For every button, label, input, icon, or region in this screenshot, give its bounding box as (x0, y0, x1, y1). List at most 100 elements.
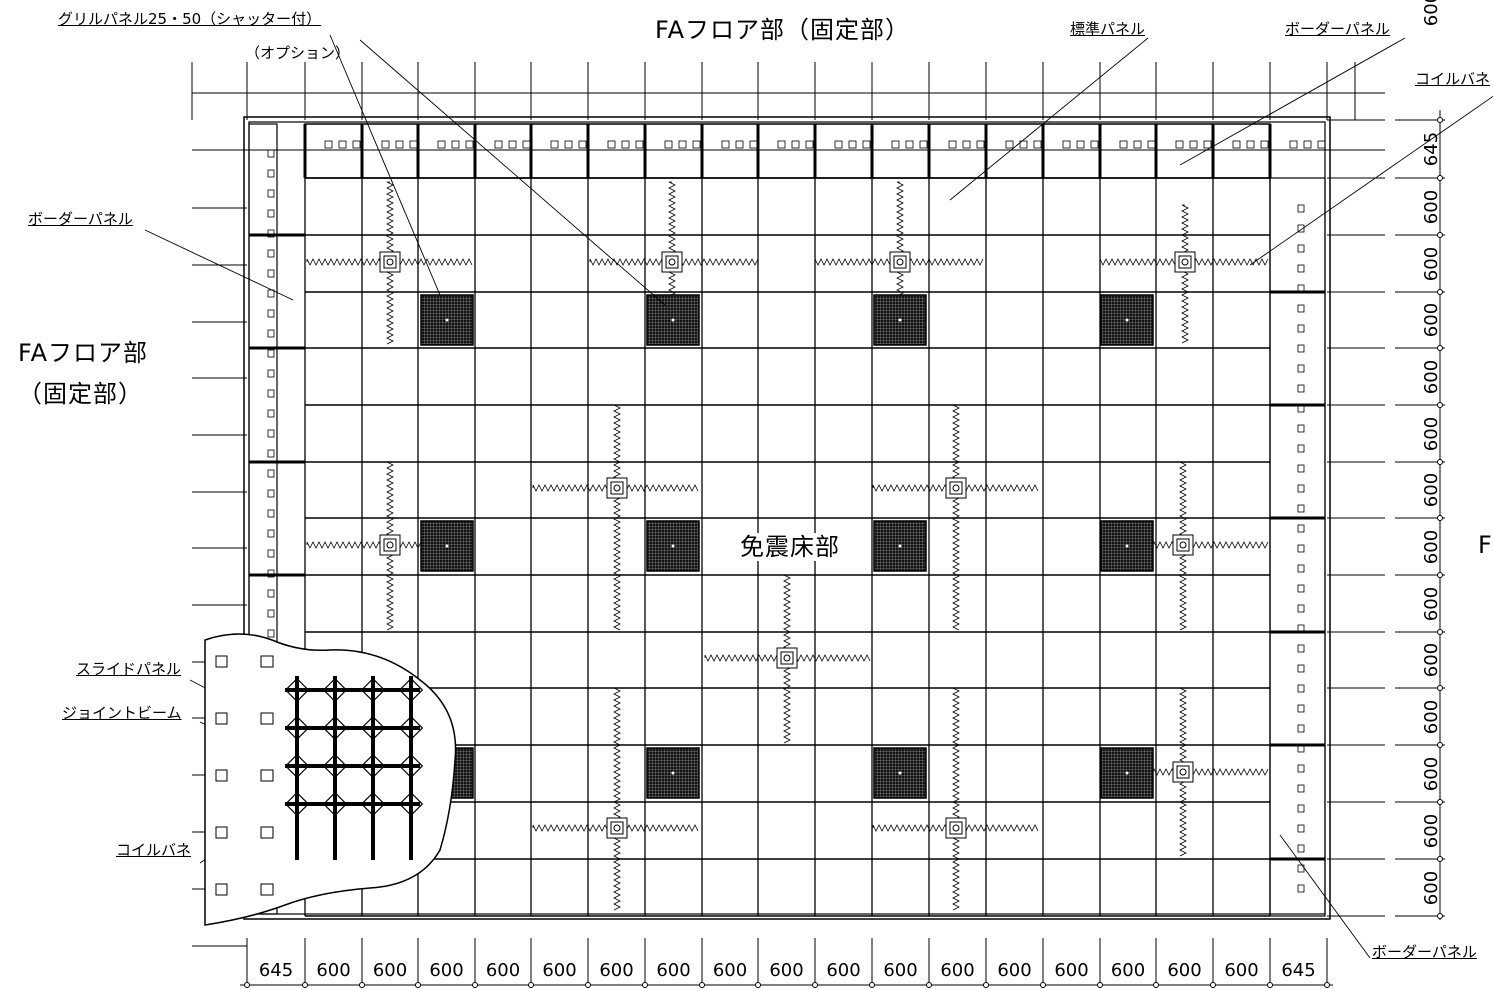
connector-mark (1246, 140, 1255, 149)
spring-node (1179, 541, 1187, 549)
spring-node (1178, 255, 1192, 269)
connector-mark (834, 140, 843, 149)
connector-mark (267, 269, 275, 278)
bottom-dimension-value: 600 (372, 960, 408, 981)
bottom-dimension-value: 600 (1224, 960, 1259, 981)
right-dimension-value: 600 (1421, 302, 1442, 338)
border-panel-top-label: ボーダーパネル (1285, 20, 1390, 38)
connector-mark (1203, 140, 1212, 149)
connector-mark (267, 429, 275, 438)
joint-beam-label: ジョイントビーム (62, 704, 182, 722)
right-dimension-value: 600 (1421, 416, 1442, 451)
dim-node (1210, 982, 1216, 988)
dim-node (359, 982, 365, 988)
dim-node (1437, 459, 1443, 465)
dim-node (528, 982, 534, 988)
outer-frame (243, 116, 1331, 920)
joint-node (398, 677, 424, 703)
spring-node (893, 255, 907, 269)
top-title: FAフロア部（固定部） (655, 16, 911, 44)
right-dimension-value: 600 (1421, 0, 1442, 27)
right-fa-label: F (1478, 531, 1493, 559)
connector-mark (1076, 140, 1085, 149)
spring-node (949, 821, 963, 835)
anchor-mark (215, 826, 228, 839)
leader-line (949, 37, 1149, 201)
dim-node (1437, 515, 1443, 521)
connector-mark (749, 140, 758, 149)
spring-node (665, 255, 679, 269)
spring-node (613, 824, 621, 832)
connector-mark (1297, 324, 1305, 333)
connector-mark (621, 140, 630, 149)
spring-node (383, 538, 397, 552)
connector-mark (1297, 664, 1305, 673)
connector-mark (1297, 204, 1305, 213)
spring-node (1172, 761, 1194, 783)
dim-node (1437, 289, 1443, 295)
connector-mark (1297, 584, 1305, 593)
grille-center-mark (671, 771, 675, 775)
option-label: （オプション） (245, 44, 351, 62)
dim-node (1437, 117, 1443, 123)
connector-mark (635, 140, 644, 149)
connector-mark (395, 140, 404, 149)
connector-mark (1297, 724, 1305, 733)
connector-mark (721, 140, 730, 149)
left-fa-floor-label: FAフロア部 (18, 339, 149, 367)
connector-mark (267, 489, 275, 498)
connector-mark (437, 140, 446, 149)
dim-node (244, 982, 250, 988)
spring-node (945, 477, 967, 499)
dim-node (699, 982, 705, 988)
dim-node (1437, 742, 1443, 748)
grille-label: グリルパネル25・50（シャッター付） (58, 10, 322, 28)
joint-node (398, 753, 424, 779)
joint-node (322, 715, 348, 741)
spring-node (610, 481, 624, 495)
spring-node (1174, 251, 1196, 273)
right-dimension-value: 600 (1421, 699, 1442, 734)
anchor-mark (260, 883, 274, 896)
anchor-mark (215, 712, 228, 725)
connector-mark (578, 140, 587, 149)
connector-mark (891, 140, 900, 149)
bottom-dimension-value: 600 (883, 960, 918, 981)
connector-mark (1297, 264, 1305, 273)
right-dimension-value: 600 (1421, 529, 1442, 564)
grille-center-mark (1125, 771, 1129, 775)
connector-mark (1232, 140, 1241, 149)
bottom-dimension-value: 645 (1281, 960, 1316, 981)
connector-mark (1033, 140, 1042, 149)
anchor-mark (260, 826, 274, 839)
coil-spring-top-label: コイルバネ (1415, 70, 1491, 88)
leader-line (1179, 37, 1406, 166)
connector-mark (1297, 504, 1305, 513)
bottom-dimension-value: 600 (769, 960, 804, 981)
spring-node (1176, 538, 1190, 552)
joint-node (360, 677, 386, 703)
anchor-mark (215, 655, 228, 668)
dim-node (1437, 345, 1443, 351)
joint-node (284, 753, 310, 779)
anchor-mark (260, 769, 274, 782)
spring-node (783, 654, 791, 662)
top-border-strip (304, 123, 1271, 179)
frame-outline (243, 116, 1331, 920)
right-dimension-value: 600 (1421, 472, 1442, 508)
coil-spring (952, 404, 960, 631)
border-panel-bottom-label: ボーダーパネル (1372, 943, 1477, 961)
connector-mark (1289, 140, 1298, 149)
connector-mark (267, 329, 275, 338)
dim-node (1437, 685, 1443, 691)
connector-mark (1297, 484, 1305, 493)
connector-mark (1297, 644, 1305, 653)
connector-mark (267, 569, 275, 578)
connector-mark (1297, 744, 1305, 753)
joint-node (284, 715, 310, 741)
dim-node (812, 982, 818, 988)
coil-spring-bottom-label: コイルバネ (116, 841, 192, 859)
connector-mark (1317, 140, 1326, 149)
connector-mark (1297, 604, 1305, 613)
dim-node (869, 982, 875, 988)
